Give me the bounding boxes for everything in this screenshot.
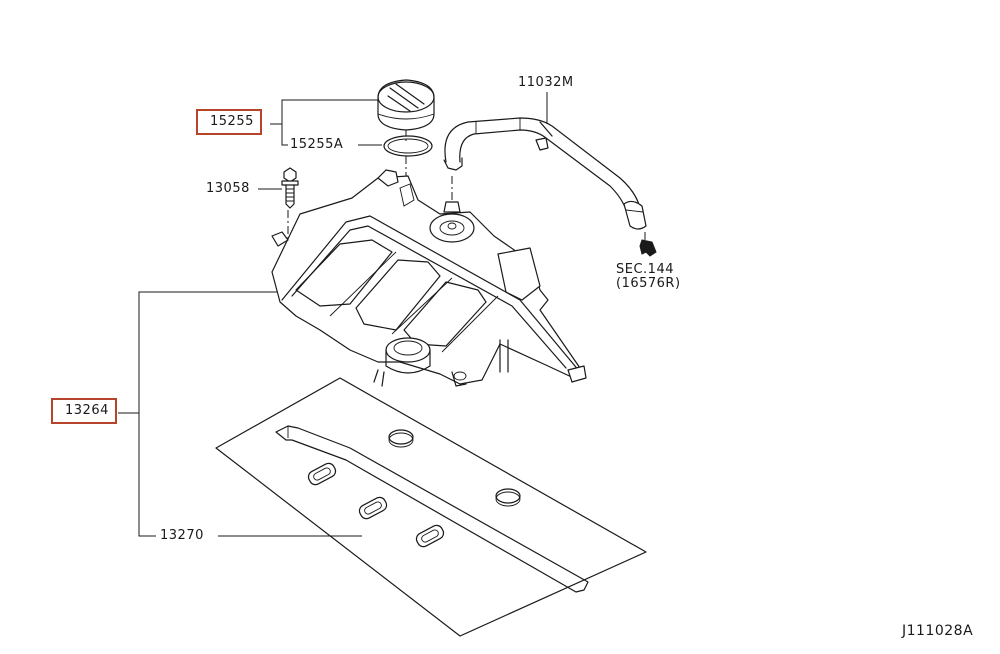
drawing-code: J111028A: [902, 623, 974, 639]
leader-lines: [118, 92, 548, 537]
part-label-13264[interactable]: 13264: [51, 398, 117, 424]
part-label-13058[interactable]: 13058: [206, 181, 250, 196]
oil-filler-cap-drawing: [377, 79, 435, 131]
section-reference[interactable]: SEC.144 (16576R): [616, 263, 681, 291]
part-number: 13264: [65, 403, 109, 418]
leader-13264: [118, 291, 282, 537]
leader-15255: [270, 99, 380, 146]
section-ref-line2: (16576R): [616, 276, 681, 291]
filler-cap-gasket-drawing: [383, 135, 433, 157]
section-ref-line1: SEC.144: [616, 262, 674, 277]
rocker-cover-gasket-drawing: [215, 377, 647, 637]
blow-by-hose-drawing: [443, 117, 657, 257]
part-label-15255[interactable]: 15255: [196, 109, 262, 135]
part-label-11032m[interactable]: 11032M: [518, 75, 574, 90]
part-label-13270[interactable]: 13270: [160, 528, 204, 543]
part-label-15255a[interactable]: 15255A: [290, 137, 344, 152]
part-number: 15255: [210, 114, 254, 129]
bolt-drawing: [281, 167, 299, 209]
rocker-cover-drawing: [271, 169, 587, 387]
